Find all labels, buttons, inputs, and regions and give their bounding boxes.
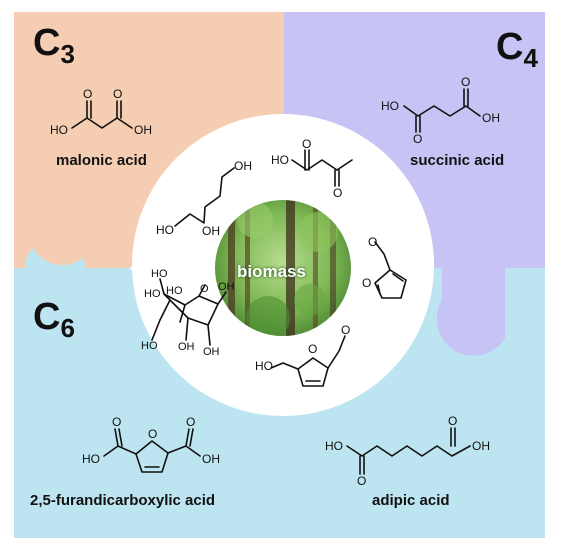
atom-o: O xyxy=(308,342,318,356)
c3-label: C3 xyxy=(33,22,75,69)
atom-o: O xyxy=(413,132,423,146)
c3-knob xyxy=(29,199,95,265)
c4-knob xyxy=(284,38,318,106)
atom-o: O xyxy=(186,415,196,429)
c4-label: C4 xyxy=(496,26,538,73)
atom-ho: HO xyxy=(255,359,273,373)
atom-ho: HO xyxy=(325,439,343,453)
glucose-structure xyxy=(151,278,227,346)
atom-oh: OH xyxy=(234,159,252,173)
atom-ho: HO xyxy=(381,99,399,113)
atom-ho: HO xyxy=(82,452,100,466)
atom-ho: HO xyxy=(166,285,183,297)
atom-oh: OH xyxy=(203,346,220,358)
biomass-label: biomass xyxy=(237,262,306,281)
levulinic-acid-structure xyxy=(291,149,353,187)
atom-ho: HO xyxy=(156,223,174,237)
fdca-structure xyxy=(103,428,201,473)
atom-o: O xyxy=(113,87,123,101)
atom-o: O xyxy=(461,75,471,89)
c6-label: C6 xyxy=(33,296,75,343)
atom-ho: HO xyxy=(50,123,68,137)
hmf-structure xyxy=(270,335,346,387)
atom-o: O xyxy=(112,415,122,429)
succinic-acid-name: succinic acid xyxy=(410,152,505,169)
atom-o: O xyxy=(148,427,158,441)
atom-oh: OH xyxy=(472,439,490,453)
atom-o: O xyxy=(302,137,312,151)
atom-oh: OH xyxy=(218,281,235,293)
atom-oh: OH xyxy=(178,341,195,353)
atom-o: O xyxy=(83,87,93,101)
atom-oh: OH xyxy=(202,452,220,466)
atom-o: O xyxy=(357,474,367,488)
atom-ho: HO xyxy=(151,268,168,280)
malonic-acid-structure xyxy=(71,100,133,129)
atom-o: O xyxy=(333,186,343,200)
atom-oh: OH xyxy=(482,111,500,125)
adipic-acid-name: adipic acid xyxy=(372,492,450,509)
atom-ho: HO xyxy=(271,153,289,167)
glycerol-structure xyxy=(174,167,235,227)
atom-o: O xyxy=(368,235,378,249)
atom-o: O xyxy=(341,323,351,337)
fdca-name: 2,5-furandicarboxylic acid xyxy=(30,492,216,509)
atom-oh: OH xyxy=(134,123,152,137)
atom-ho: HO xyxy=(141,340,158,352)
c4-region xyxy=(284,12,545,270)
atom-o: O xyxy=(362,276,372,290)
c3-region xyxy=(14,12,284,268)
atom-ho: HO xyxy=(144,288,161,300)
atom-o: O xyxy=(448,414,458,428)
biomass-photo xyxy=(215,200,351,336)
adipic-acid-structure xyxy=(346,427,471,475)
atom-oh: OH xyxy=(202,224,220,238)
furfural-structure xyxy=(374,241,407,299)
succinic-acid-structure xyxy=(403,88,481,133)
atom-o: O xyxy=(200,283,209,295)
malonic-acid-name: malonic acid xyxy=(56,152,147,169)
